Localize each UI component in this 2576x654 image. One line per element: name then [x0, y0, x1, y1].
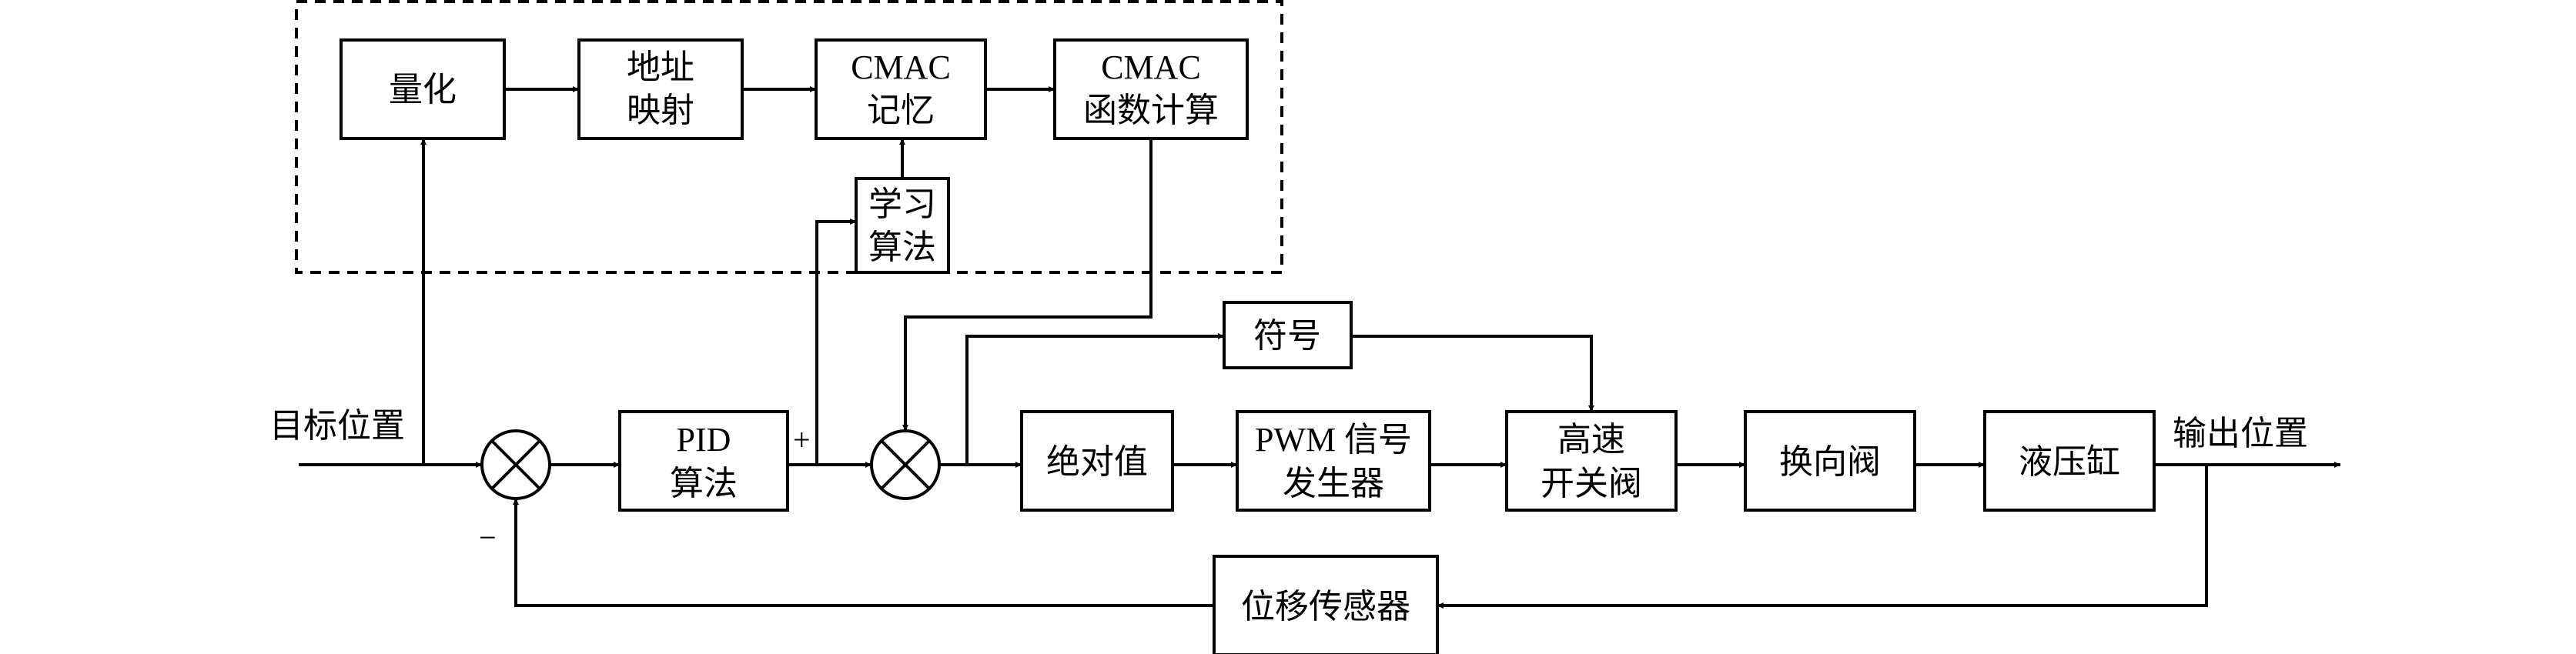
block-pwm-generator: PWM 信号 发生器 — [1236, 410, 1431, 512]
block-cmac-memory-line1: CMAC — [851, 48, 951, 86]
block-absolute-value: 绝对值 — [1020, 410, 1174, 512]
block-hsv-line1: 高速 — [1557, 421, 1625, 459]
line-sign-to-hsv — [1351, 335, 1594, 412]
summing-junction-1 — [480, 429, 551, 500]
block-learning-line1: 学习 — [868, 185, 936, 223]
line-cmac-to-j2 — [902, 138, 1153, 431]
block-learning-algorithm: 学习 算法 — [855, 177, 950, 274]
block-pid-line2: 算法 — [670, 465, 738, 502]
block-pwm-line1: PWM 信号 — [1255, 421, 1412, 459]
block-cmac-function-calc: CMAC 函数计算 — [1053, 38, 1249, 140]
block-reversing-valve: 换向阀 — [1744, 410, 1916, 512]
block-sensor-label: 位移传感器 — [1241, 588, 1410, 626]
label-target-position: 目标位置 — [269, 407, 405, 445]
block-cylinder-label: 液压缸 — [2019, 443, 2120, 481]
block-cmac-memory: CMAC 记忆 — [815, 38, 987, 140]
block-address-line1: 地址 — [627, 48, 694, 86]
sign-plus: + — [793, 422, 811, 457]
block-quantize: 量化 — [340, 38, 506, 140]
line-output-to-sensor — [1437, 465, 2208, 609]
block-hsv-line2: 开关阀 — [1541, 465, 1642, 502]
block-sign: 符号 — [1223, 301, 1353, 369]
block-pid-algorithm: PID 算法 — [618, 410, 789, 512]
label-output-position: 输出位置 — [2173, 415, 2308, 452]
block-learning-line2: 算法 — [868, 229, 936, 266]
block-hydraulic-cylinder: 液压缸 — [1983, 410, 2156, 512]
block-quantize-label: 量化 — [389, 71, 457, 108]
block-sign-label: 符号 — [1253, 317, 1321, 355]
block-address-mapping: 地址 映射 — [577, 38, 744, 140]
block-cmac-memory-line2: 记忆 — [867, 92, 935, 129]
block-displacement-sensor: 位移传感器 — [1213, 555, 1439, 654]
block-address-line2: 映射 — [627, 92, 694, 129]
block-reversing-label: 换向阀 — [1779, 443, 1881, 481]
block-pid-line1: PID — [677, 421, 731, 459]
block-cmac-calc-line2: 函数计算 — [1083, 92, 1219, 129]
summing-junction-2 — [870, 429, 941, 500]
block-abs-label: 绝对值 — [1046, 443, 1148, 481]
block-cmac-calc-line1: CMAC — [1101, 48, 1201, 86]
sign-minus: − — [479, 520, 497, 555]
line-sensor-to-j1 — [513, 499, 1214, 607]
block-high-speed-switch-valve: 高速 开关阀 — [1505, 410, 1678, 512]
line-pid-to-learning — [815, 219, 856, 465]
block-pwm-line2: 发生器 — [1283, 465, 1384, 502]
line-j2-to-sign — [965, 333, 1224, 465]
